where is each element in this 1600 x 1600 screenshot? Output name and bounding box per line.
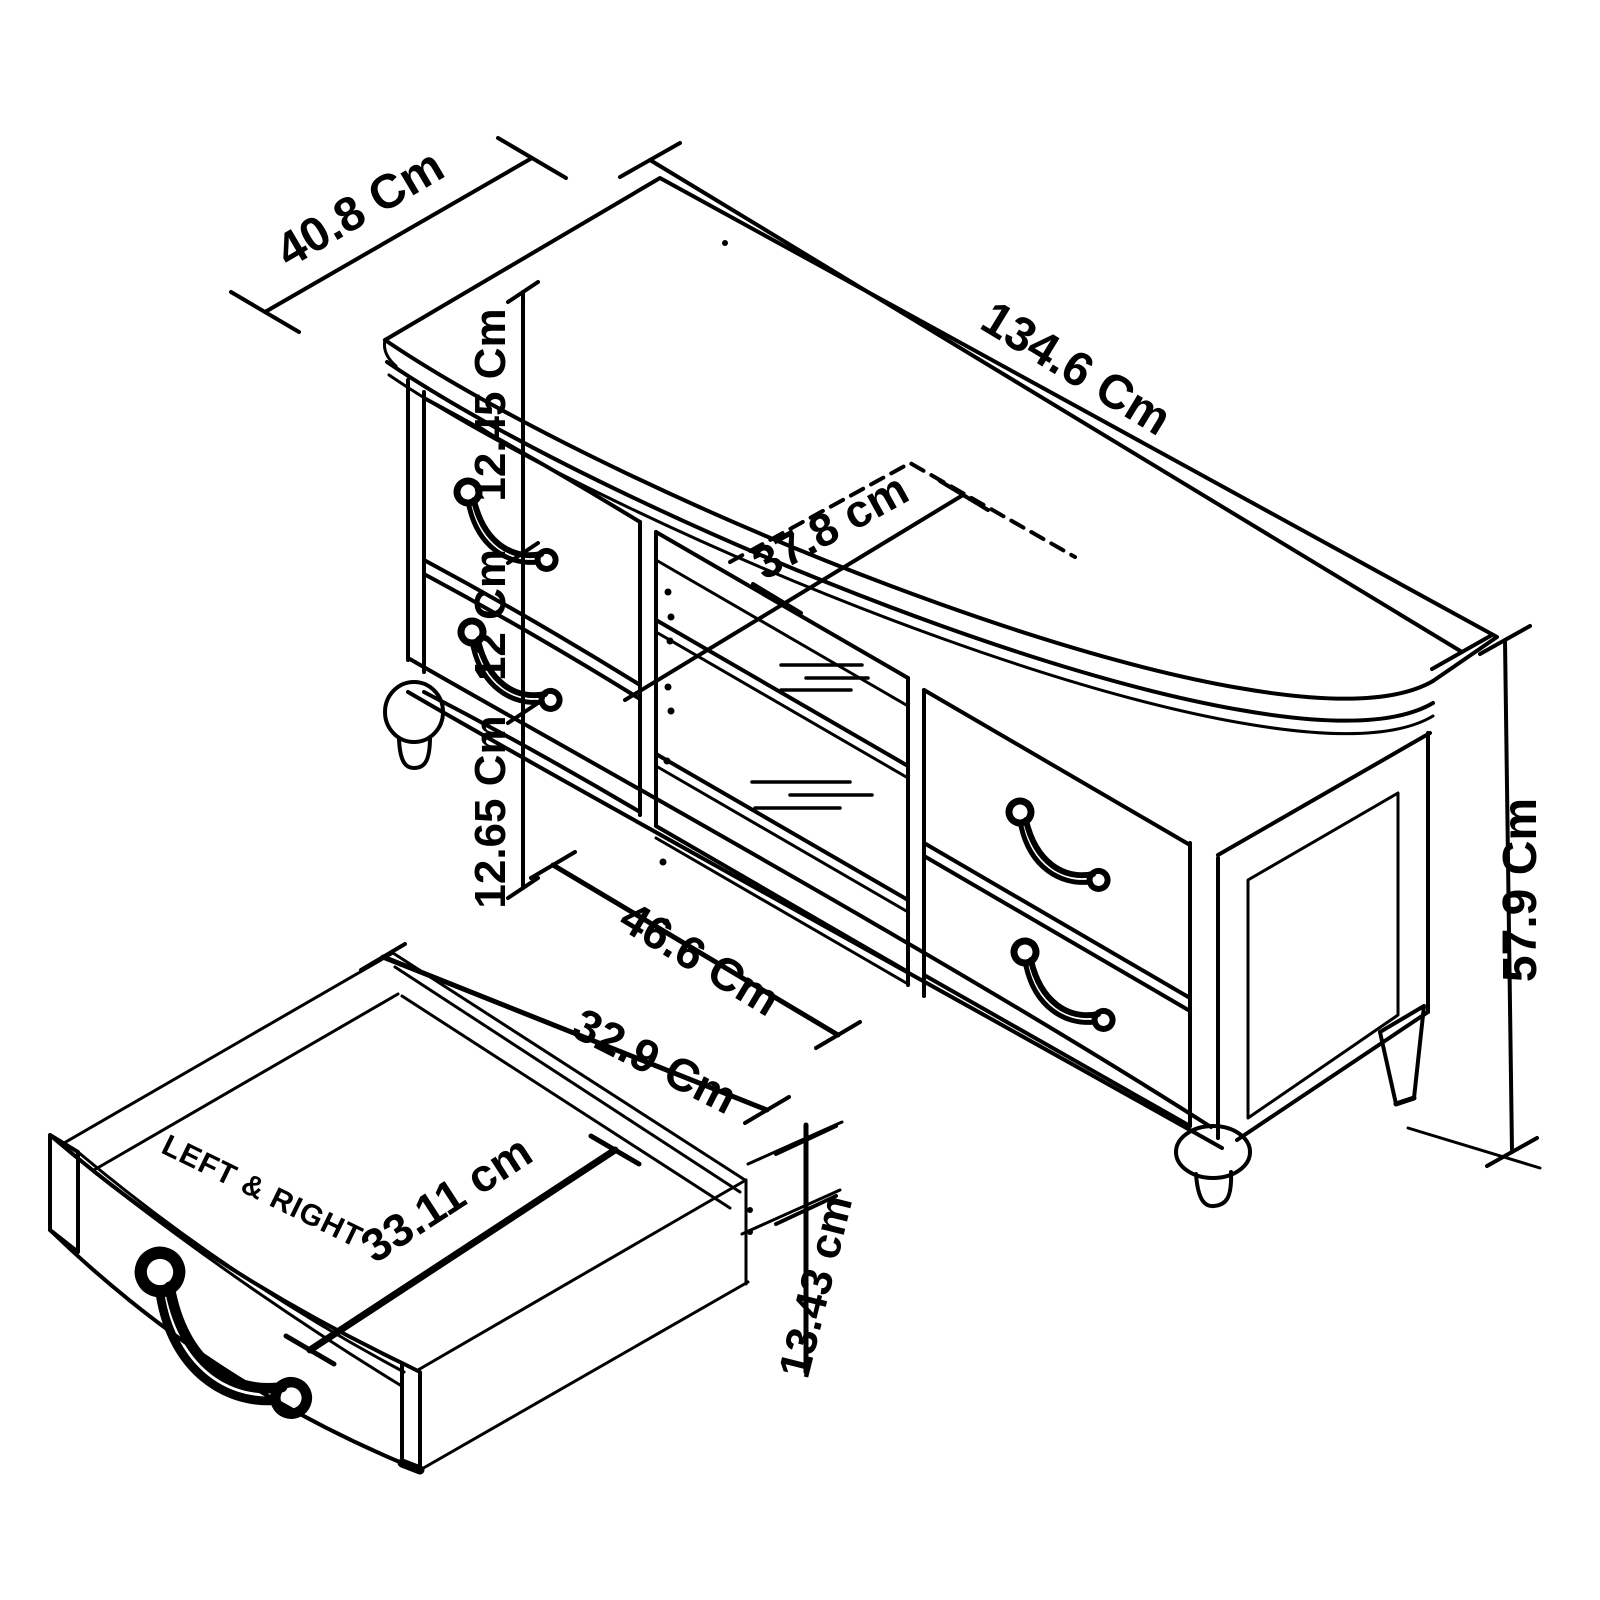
dim-label-interior-depth: 37.8 cm [744,462,917,589]
dim-label-drawer-outer-width: 32.9 Cm [565,998,746,1124]
cabinet-top-slab [383,176,1499,736]
shelf-pin-holes [659,588,675,926]
drawer-front-right-post [400,1361,422,1472]
drawer-front-left-cap [48,1133,80,1254]
top-left-corner-round [383,338,398,368]
bottom-rail-top [406,656,1213,1129]
right-section-bottom-edge [922,973,1192,1128]
drawer-interior-back-edge [400,994,732,1210]
dim-top-width: 134.6 Cm [618,141,1494,671]
dim-drawer-height: 13.43 cm [740,1120,862,1383]
front-left-bun-foot [383,680,445,744]
back-right-foot [1393,1095,1417,1107]
glass-hatch-upper [779,663,870,692]
dim-label-top-section-height: 12.45 Cm [466,308,515,501]
left-section-top-edge [422,396,642,524]
glass-shelf-2-under [654,764,910,914]
drawer-back-wall-top [391,951,747,1182]
swan-handle-detail-drawer [111,1247,338,1419]
drawer-screw-hole-1 [747,1207,753,1213]
glass-hatch-lower [750,780,874,810]
bottom-rail-bottom [406,690,1224,1150]
front-right-foot-cup [1194,1170,1234,1209]
right-end-panel [1216,731,1432,1142]
glass-shelf-2-front [654,752,910,902]
drawer-front-bottom [48,1228,404,1465]
dim-label-drawer-inner-width: 33.11 cm [352,1125,541,1273]
dim-label-middle-opening-width: 46.6 Cm [611,891,789,1026]
middle-base-edge [654,836,910,986]
drawer-back-wall-inner [393,965,742,1194]
end-panel-recess [1246,791,1400,1120]
right-drawer-divider-a [922,841,1192,1000]
front-left-foot-cup [397,735,432,770]
dim-label-top-width: 134.6 Cm [972,291,1180,446]
left-drawer-divider-a [422,558,642,687]
front-right-bun-foot [1174,1124,1252,1180]
dim-label-overall-height: 57.9 Cm [1494,798,1547,982]
middle-shelf-section [638,520,926,998]
dim-label-bottom-section-height: 12.65 Cm [466,715,515,908]
dim-height-stack: 12.45 Cm 12 Cm 12.65 Cm [466,280,540,909]
top-front-edge [383,338,1435,701]
middle-back-edge [654,558,910,708]
drawer-note-label: LEFT & RIGHT [157,1129,368,1255]
dim-label-shelf-spacing: 12 Cm [466,549,515,681]
base-and-feet [383,656,1426,1209]
left-drawer-section [406,378,642,814]
top-back-edges [383,176,1499,683]
right-drawer-divider-b [922,854,1192,1013]
end-panel-top-edge [1216,731,1432,857]
drawer-post-foot-edge [397,1458,425,1475]
stray-dot [722,240,728,246]
drawer-left-wall-top [62,951,395,1145]
top-molding-line-2 [387,373,1435,736]
drawer-right-wall-bottom [418,1280,750,1472]
left-section-bottom-edge [422,690,642,814]
drawer-front-interior-edge [92,1170,402,1387]
glass-shelf-1-front [654,618,910,768]
drawer-front-top-inner [76,1150,406,1374]
right-drawer-section [922,688,1220,1140]
drawer-right-wall-top [416,1178,748,1372]
end-panel-bottom-edge [1235,1010,1430,1142]
main-cabinet [383,176,1499,1209]
top-molding-line-1 [385,360,1435,723]
right-section-top-edge [922,688,1192,847]
drawer-interior-left-edge [92,992,400,1172]
dim-overall-height: 57.9 Cm [1406,624,1547,1170]
left-drawer-divider-b [422,572,642,701]
swan-handle-right-upper [994,798,1122,891]
dim-top-depth: 40.8 Cm [229,136,568,334]
